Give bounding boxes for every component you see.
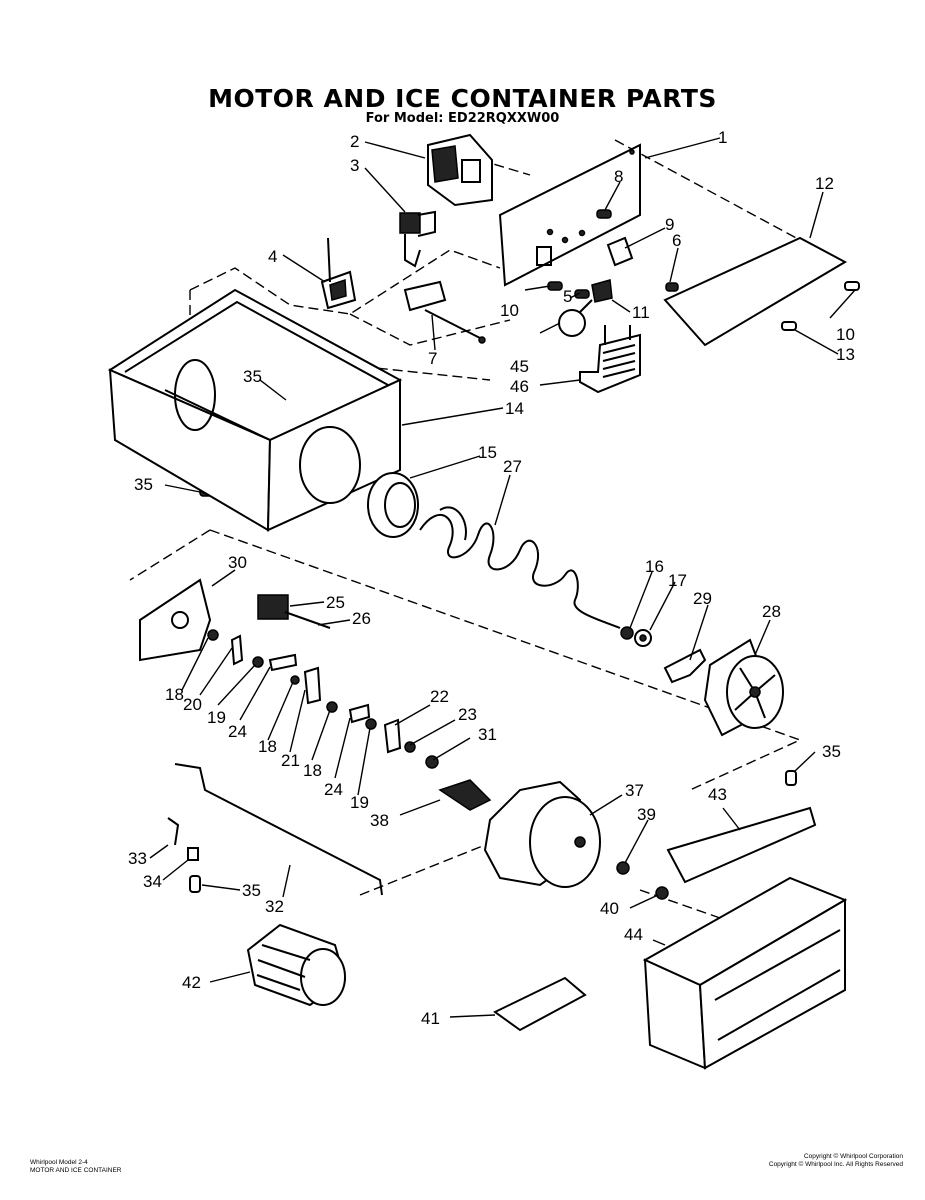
callout-41: 41 — [421, 1009, 440, 1028]
part-37-motor — [483, 780, 601, 888]
callout-2: 2 — [350, 132, 359, 151]
callout-18a: 18 — [165, 685, 184, 704]
part-39-40-washers — [616, 861, 669, 900]
callout-45: 45 — [510, 357, 529, 376]
part-32-rod — [174, 763, 383, 896]
callout-8: 8 — [614, 167, 623, 186]
callout-1: 1 — [718, 128, 727, 147]
callout-22: 22 — [430, 687, 449, 706]
callout-7: 7 — [428, 349, 437, 368]
callout-9: 9 — [665, 215, 674, 234]
part-15-drive-cup — [367, 472, 419, 538]
part-33-34-clips — [167, 817, 199, 861]
callout-6: 6 — [672, 231, 681, 250]
callout-10b: 10 — [836, 325, 855, 344]
part-46-lamp-shield — [579, 325, 641, 394]
callout-37: 37 — [625, 781, 644, 800]
callout-31: 31 — [478, 725, 497, 744]
callout-35c: 35 — [822, 742, 841, 761]
part-3-switch — [399, 210, 436, 268]
footer-right-line1: Copyright © Whirlpool Corporation — [803, 1153, 903, 1160]
model-subtitle: For Model: ED22RQXXW00 — [365, 111, 560, 126]
part-2-solenoid — [427, 133, 493, 207]
part-27-auger-spring — [419, 506, 621, 629]
callout-25: 25 — [326, 593, 345, 612]
page-title: MOTOR AND ICE CONTAINER PARTS — [208, 84, 717, 113]
callout-18c: 18 — [303, 761, 322, 780]
callout-16: 16 — [645, 557, 664, 576]
callout-28: 28 — [762, 602, 781, 621]
parts-18-24-linkage — [207, 629, 439, 769]
part-43-trim — [666, 806, 817, 884]
callout-13: 13 — [836, 345, 855, 364]
callout-labels: 1 2 3 4 5 6 7 8 9 10 10 11 12 13 14 15 1… — [128, 128, 855, 1028]
callout-44: 44 — [624, 925, 643, 944]
part-44-door-box — [642, 876, 848, 1070]
footer-left-line2: MOTOR AND ICE CONTAINER — [30, 1167, 122, 1174]
callout-32: 32 — [265, 897, 284, 916]
callout-38: 38 — [370, 811, 389, 830]
part-4-bracket — [320, 237, 357, 310]
callout-10a: 10 — [500, 301, 519, 320]
callout-11: 11 — [632, 303, 650, 322]
callout-23: 23 — [458, 705, 477, 724]
callout-24b: 24 — [324, 780, 343, 799]
part-25-26-gear-shaft — [257, 594, 331, 629]
callout-35b: 35 — [134, 475, 153, 494]
callout-19a: 19 — [207, 708, 226, 727]
callout-4: 4 — [268, 247, 277, 266]
part-12-cover-plate — [663, 236, 848, 347]
callout-40: 40 — [600, 899, 619, 918]
callout-21: 21 — [281, 751, 300, 770]
callout-35a: 35 — [243, 367, 262, 386]
callout-33: 33 — [128, 849, 147, 868]
callout-12: 12 — [815, 174, 834, 193]
part-9-11-lamp-socket — [591, 236, 634, 303]
callout-17: 17 — [668, 571, 687, 590]
part-1-control-plate — [498, 143, 641, 287]
part-42-boot — [246, 923, 347, 1007]
callout-5: 5 — [563, 287, 572, 306]
callout-46: 46 — [510, 377, 529, 396]
part-14-ice-container — [107, 288, 403, 532]
callout-3: 3 — [350, 156, 359, 175]
callout-34: 34 — [143, 872, 162, 891]
callout-27: 27 — [503, 457, 522, 476]
callout-leader-lines — [149, 137, 856, 1018]
part-41-chute-plate — [493, 976, 587, 1032]
callout-42: 42 — [182, 973, 201, 992]
callout-29: 29 — [693, 589, 712, 608]
callout-35d: 35 — [242, 881, 261, 900]
footer-right-line2: Copyright © Whirlpool Inc. All Rights Re… — [768, 1161, 903, 1168]
callout-30: 30 — [228, 553, 247, 572]
part-7-wire-harness — [403, 280, 486, 344]
callout-19b: 19 — [350, 793, 369, 812]
callout-14: 14 — [505, 399, 524, 418]
callout-39: 39 — [637, 805, 656, 824]
part-30-end-cover — [139, 578, 212, 662]
callout-26: 26 — [352, 609, 371, 628]
footer-left-line1: Whirlpool Model 2-4 — [30, 1159, 88, 1166]
callout-24a: 24 — [228, 722, 247, 741]
footer-right: Copyright © Whirlpool Corporation Copyri… — [769, 1153, 903, 1169]
callout-20: 20 — [183, 695, 202, 714]
part-16-17-washers — [620, 626, 652, 647]
footer-left: Whirlpool Model 2-4 MOTOR AND ICE CONTAI… — [30, 1159, 122, 1175]
callout-15: 15 — [478, 443, 497, 462]
callout-43: 43 — [708, 785, 727, 804]
callout-18b: 18 — [258, 737, 277, 756]
part-38-bracket — [438, 779, 492, 811]
part-28-auger-wheel — [703, 638, 784, 737]
part-29-blade — [663, 648, 707, 684]
